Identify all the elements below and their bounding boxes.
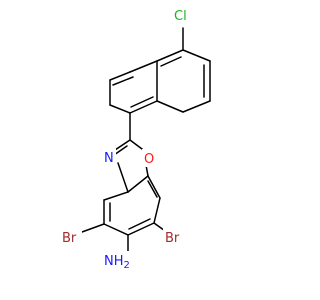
bond [182, 100, 211, 113]
bond [147, 175, 161, 199]
amino-label: NH2 [104, 254, 130, 271]
bond [153, 197, 161, 224]
bond [182, 49, 211, 62]
bond [113, 145, 128, 156]
bond [112, 76, 134, 86]
atom-labels: Cl N O Br Br NH2 [60, 6, 195, 271]
nitrogen-label: N [104, 151, 114, 166]
bond [81, 223, 105, 233]
bond [103, 191, 129, 201]
bond [129, 100, 158, 114]
bond [160, 56, 182, 67]
bond [129, 60, 158, 73]
oxygen-label: O [144, 152, 154, 167]
bond [109, 71, 131, 81]
bromine-label-right: Br [165, 231, 180, 246]
bond [103, 223, 129, 236]
amino-nh: NH [104, 254, 124, 269]
bond [130, 96, 154, 108]
bond [117, 162, 129, 193]
bromine-label-left: Br [62, 231, 77, 246]
bond [127, 175, 149, 193]
bond [147, 180, 158, 198]
bond [156, 49, 184, 62]
chlorine-label: Cl [174, 9, 187, 24]
amino-subscript: 2 [124, 260, 130, 271]
molecule-diagram: Cl N O Br Br NH2 [60, 6, 211, 271]
bonds [81, 27, 211, 252]
bond [109, 104, 131, 114]
structure-canvas: Cl N O Br Br NH2 [60, 6, 211, 271]
bond [128, 218, 151, 230]
bond [127, 222, 155, 236]
bond [156, 100, 184, 113]
